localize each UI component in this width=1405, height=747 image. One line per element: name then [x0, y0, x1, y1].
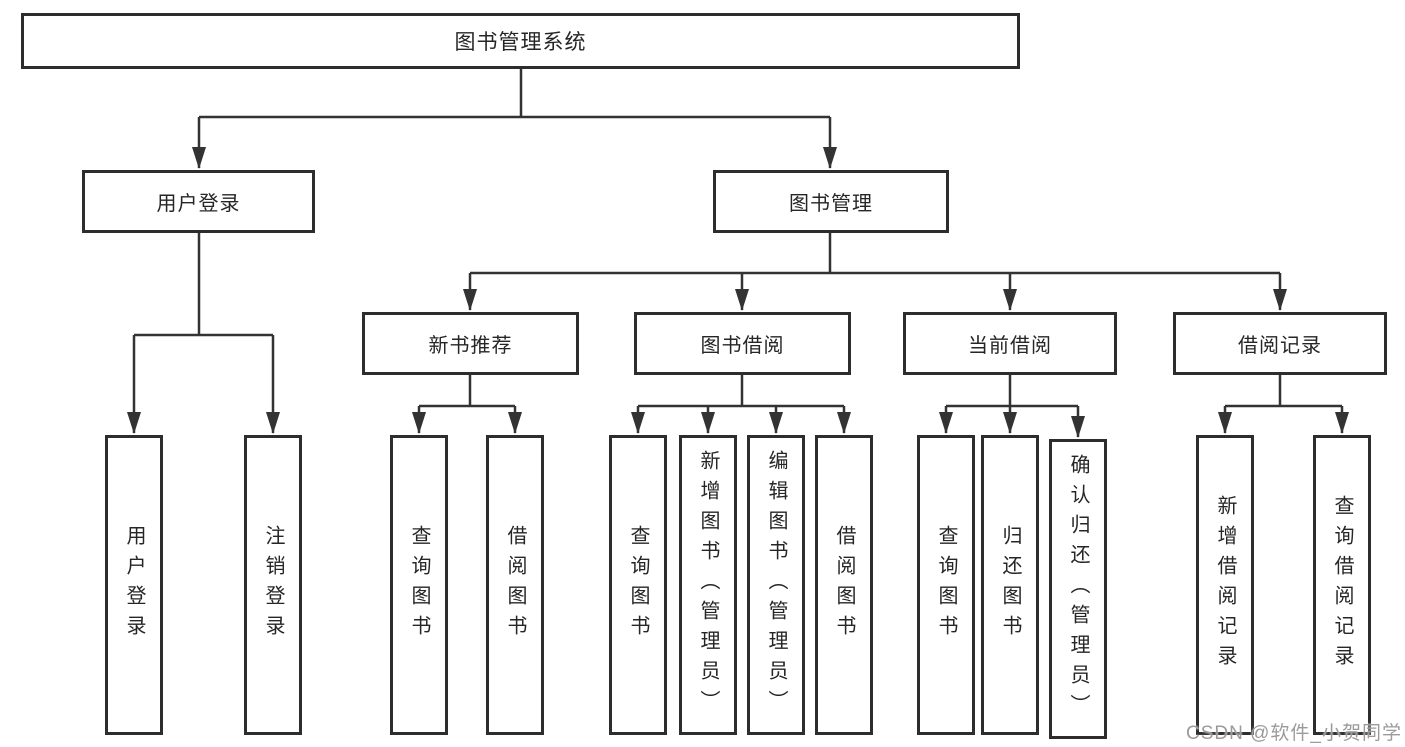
node-borrow-records: 借阅记录	[1173, 312, 1387, 375]
leaf-br-query-borrow-record-label: 查询借阅记录	[1331, 495, 1353, 675]
node-book-borrow: 图书借阅	[634, 312, 851, 375]
leaf-bb-query-books: 查询图书	[609, 435, 667, 735]
leaf-bb-edit-books-admin: 编辑图书（管理员）	[747, 435, 805, 735]
leaf-bb-query-books-label: 查询图书	[627, 525, 649, 645]
csdn-watermark: CSDN @软件_小贺同学	[1186, 723, 1402, 744]
node-current-borrow: 当前借阅	[903, 312, 1117, 375]
leaf-logout: 注销登录	[244, 435, 302, 735]
node-library-management-system: 图书管理系统	[21, 13, 1020, 69]
leaf-cb-query-books: 查询图书	[917, 435, 975, 735]
leaf-br-add-borrow-record-label: 新增借阅记录	[1214, 495, 1236, 675]
leaf-br-add-borrow-record: 新增借阅记录	[1196, 435, 1254, 735]
leaf-bb-borrow-books-label: 借阅图书	[833, 525, 855, 645]
leaf-user-login: 用户登录	[105, 435, 163, 735]
leaf-br-query-borrow-record: 查询借阅记录	[1313, 435, 1371, 735]
leaf-nbr-borrow-books: 借阅图书	[486, 435, 544, 735]
node-book-management: 图书管理	[713, 170, 949, 233]
leaf-logout-label: 注销登录	[262, 525, 284, 645]
leaf-cb-query-books-label: 查询图书	[935, 525, 957, 645]
leaf-cb-confirm-return-admin: 确认归还（管理员）	[1049, 439, 1107, 739]
leaf-bb-add-books-admin: 新增图书（管理员）	[679, 435, 737, 735]
leaf-bb-add-books-admin-label: 新增图书（管理员）	[697, 450, 719, 720]
node-user-login: 用户登录	[82, 170, 315, 233]
leaf-cb-return-books-label: 归还图书	[999, 525, 1021, 645]
leaf-bb-edit-books-admin-label: 编辑图书（管理员）	[765, 450, 787, 720]
node-new-book-recommend: 新书推荐	[362, 312, 579, 375]
leaf-cb-return-books: 归还图书	[981, 435, 1039, 735]
leaf-cb-confirm-return-admin-label: 确认归还（管理员）	[1067, 454, 1089, 724]
leaf-nbr-query-books-label: 查询图书	[408, 525, 430, 645]
leaf-nbr-borrow-books-label: 借阅图书	[504, 525, 526, 645]
leaf-bb-borrow-books: 借阅图书	[815, 435, 873, 735]
leaf-user-login-label: 用户登录	[123, 525, 145, 645]
leaf-nbr-query-books: 查询图书	[390, 435, 448, 735]
